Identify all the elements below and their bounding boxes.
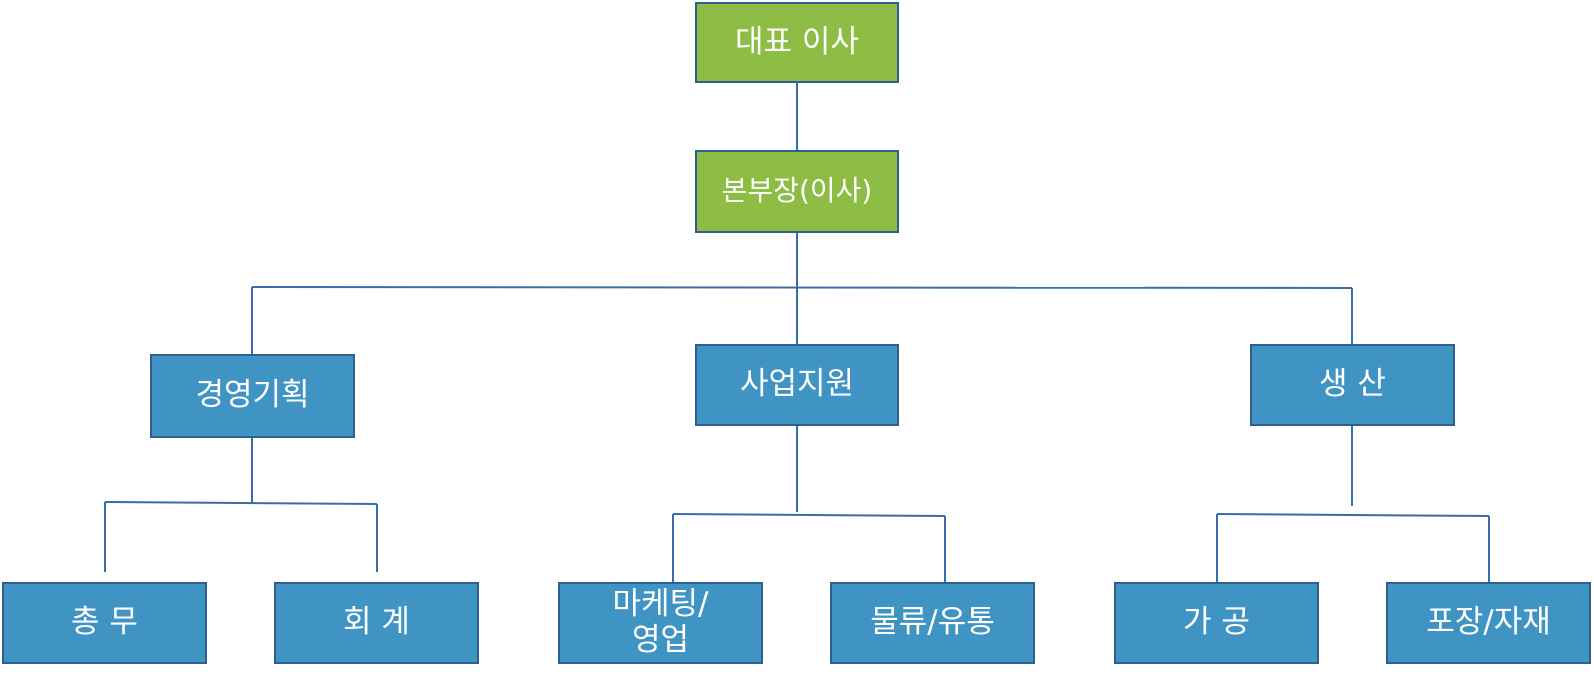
node-general-affairs: 총 무 [2,582,207,664]
node-logistics-distribution: 물류/유통 [830,582,1035,664]
connector-level2-bus [251,286,1353,289]
node-hq-director: 본부장(이사) [695,150,899,233]
node-production: 생 산 [1250,344,1455,426]
node-accounting: 회 계 [274,582,479,664]
connector-prod-bus [1216,513,1490,517]
node-business-support: 사업지원 [695,344,899,426]
node-marketing-sales: 마케팅/ 영업 [558,582,763,664]
node-ceo: 대표 이사 [695,2,899,83]
node-management-planning: 경영기획 [150,354,355,438]
connector-mgmt-bus [104,501,378,505]
connector-biz-bus [672,513,946,517]
node-packing-materials: 포장/자재 [1386,582,1591,664]
node-processing: 가 공 [1114,582,1319,664]
